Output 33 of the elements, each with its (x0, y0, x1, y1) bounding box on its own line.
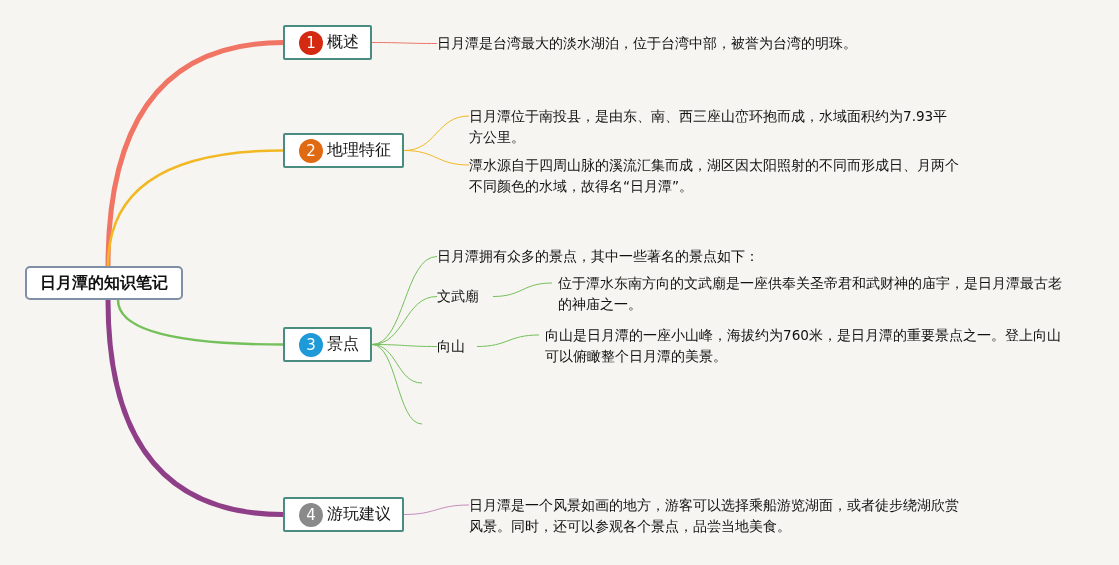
branch-line (371, 344, 423, 425)
topic-label: 地理特征 (327, 140, 391, 161)
branch-line (403, 504, 470, 515)
branch-line (403, 150, 470, 166)
branch-line (105, 40, 284, 267)
note-text: 日月潭是台湾最大的淡水湖泊，位于台湾中部，被誉为台湾的明珠。 (437, 33, 1037, 54)
note-text: 潭水源自于四周山脉的溪流汇集而成，湖区因太阳照射的不同而形成日、月两个不同颜色的水域，故得名“日月潭”。 (469, 155, 959, 197)
number-badge: 4 (299, 502, 323, 527)
topic-box (283, 133, 404, 168)
branch-line (371, 42, 438, 44)
topic-box (283, 497, 404, 532)
branch-line (116, 299, 283, 346)
topic-box (283, 327, 372, 362)
number-badge: 3 (299, 332, 323, 357)
branch-line (106, 149, 284, 267)
topic-label: 游玩建议 (327, 504, 391, 525)
note-text: 位于潭水东南方向的文武廟是一座供奉关圣帝君和武财神的庙宇，是日月潭最古老的神庙之一。 (558, 273, 1068, 315)
topic-label: 景点 (327, 334, 359, 355)
branch-line (371, 256, 438, 345)
central-topic-box: 日月潭的知识笔记 (25, 266, 183, 300)
note-text: 日月潭是一个风景如画的地方，游客可以选择乘船游览湖面，或者徒步绕湖欣赏风景。同时，还可以参观各个景点，品尝当地美食。 (469, 495, 964, 537)
note-text: 向山 (437, 336, 471, 357)
branch-line (105, 299, 284, 517)
number-badge: 2 (299, 138, 323, 163)
branch-line (476, 334, 540, 347)
branch-line (492, 282, 553, 297)
topic-label: 概述 (327, 32, 359, 53)
topic-box (283, 25, 372, 60)
note-text: 日月潭拥有众多的景点，其中一些著名的景点如下： (437, 246, 937, 267)
note-text: 向山是日月潭的一座小山峰，海拔约为760米，是日月潭的重要景点之一。登上向山可以俯瞰整个日月潭的美景。 (545, 325, 1065, 367)
number-badge: 1 (299, 30, 323, 55)
note-text: 日月潭位于南投县，是由东、南、西三座山峦环抱而成，水域面积约为7.93平方公里。 (469, 106, 959, 148)
note-text: 文武廟 (437, 286, 487, 307)
